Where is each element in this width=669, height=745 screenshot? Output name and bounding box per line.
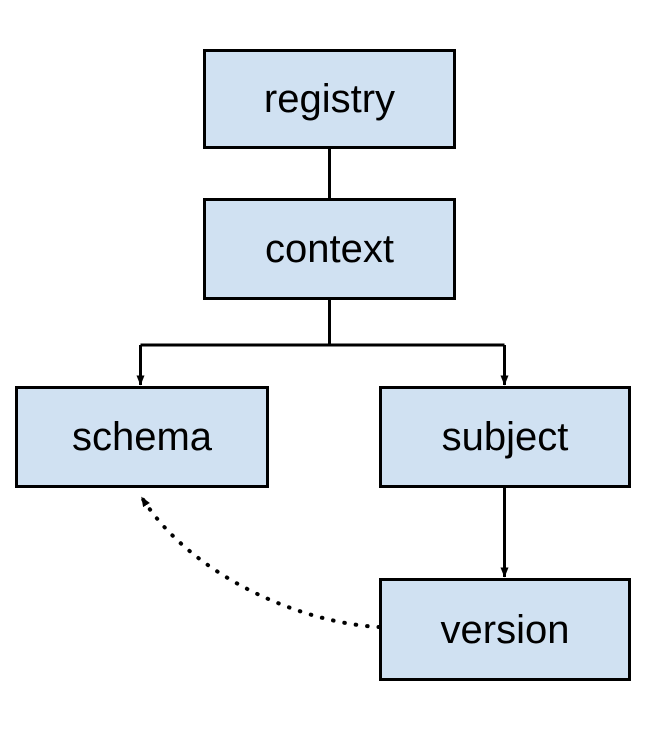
node-subject[interactable]: subject <box>379 386 631 488</box>
node-registry-label: registry <box>263 77 396 121</box>
node-subject-label: subject <box>441 415 569 459</box>
node-context-label: context <box>265 227 394 271</box>
node-registry[interactable]: registry <box>203 49 456 149</box>
node-context[interactable]: context <box>203 198 456 300</box>
node-version-label: version <box>440 607 570 652</box>
node-version[interactable]: version <box>379 578 631 681</box>
node-schema-label: schema <box>71 415 213 459</box>
edge-version-to-schema-dotted <box>139 495 381 629</box>
node-schema[interactable]: schema <box>15 386 269 488</box>
